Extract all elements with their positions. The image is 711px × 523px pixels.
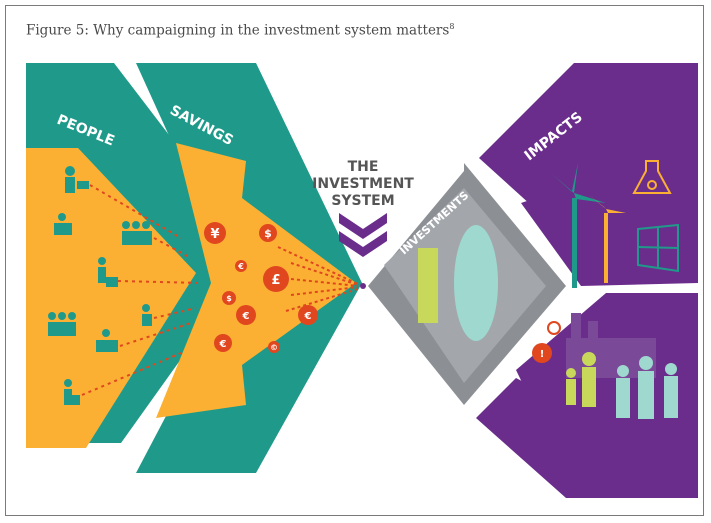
coin-symbol: $	[226, 294, 232, 303]
system-title-line3: SYSTEM	[331, 193, 394, 209]
person-group-icon	[122, 221, 152, 245]
coin-symbol: £	[271, 273, 280, 288]
coin-symbol: €	[304, 311, 312, 322]
impacts-energy-panel	[521, 143, 698, 286]
alert-icons: !	[532, 321, 561, 363]
wind-turbine-icon	[551, 163, 606, 288]
coin-symbol: $	[264, 227, 272, 240]
coin-symbol: ¥	[210, 227, 219, 242]
person-group-icon	[98, 257, 118, 287]
currency-coins: ¥ $ £ € $ € € € ©	[204, 222, 318, 353]
coin-symbol: €	[219, 339, 227, 350]
svg-text:!: !	[540, 349, 545, 360]
people-flow-lines	[81, 184, 202, 396]
figure-caption: Figure 5: Why campaigning in the investm…	[26, 22, 454, 39]
savings-flow-lines	[277, 246, 359, 312]
caption-text: Figure 5: Why campaigning in the investm…	[26, 22, 450, 39]
coin-symbol: €	[242, 311, 250, 322]
wind-turbine-icon	[589, 195, 626, 283]
building-icon	[418, 248, 438, 323]
system-title-line1: THE	[348, 159, 379, 175]
system-center-dot	[360, 283, 366, 289]
flask-icon	[632, 160, 672, 194]
solar-panel-icon	[637, 223, 679, 273]
people-icons	[48, 166, 152, 405]
gherkin-building-icon	[454, 225, 498, 341]
person-group-icon	[48, 312, 76, 336]
coin-symbol: ©	[270, 343, 278, 352]
system-title-line2: INVESTMENT	[312, 176, 414, 192]
person-group-icon	[96, 329, 118, 352]
family-icons	[566, 352, 678, 419]
person-group-icon	[142, 304, 152, 326]
impacts-bottom-panel	[476, 378, 698, 498]
person-group-icon	[65, 166, 89, 193]
double-chevron-down-icon	[339, 213, 387, 257]
person-group-icon	[64, 379, 80, 405]
investment-system-diagram: PEOPLE SAVINGS ¥ $ £ € $ € € € ©	[26, 63, 698, 498]
coin-symbol: €	[237, 262, 244, 271]
person-group-icon	[54, 213, 72, 235]
caption-footnote-mark: 8	[449, 22, 455, 31]
savings-arrow	[156, 143, 356, 418]
